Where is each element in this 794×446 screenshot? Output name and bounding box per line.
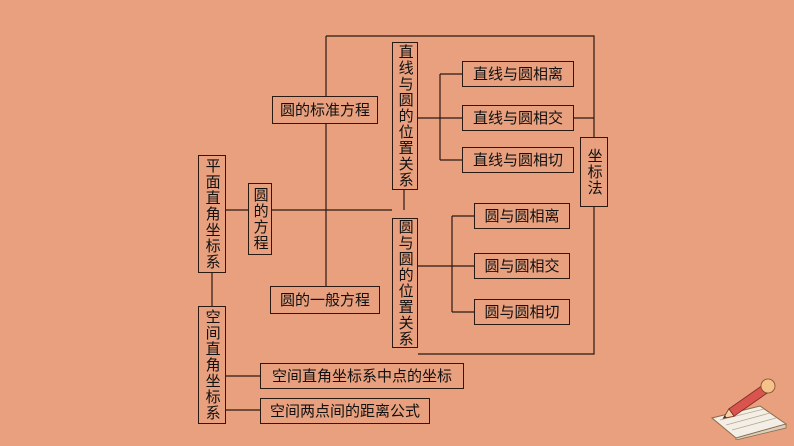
node-yy-xiangjiao: 圆与圆相交 <box>474 253 570 279</box>
node-juli: 空间两点间的距离公式 <box>260 398 430 424</box>
node-yy-xiangqie: 圆与圆相切 <box>474 299 570 325</box>
node-zx-xiangqie: 直线与圆相切 <box>462 147 574 173</box>
node-kongjian: 空间直角坐标系 <box>198 306 226 424</box>
node-zhixian-yuan: 直线与圆的位置关系 <box>392 42 418 190</box>
node-zhongdian: 空间直角坐标系中点的坐标 <box>260 363 464 389</box>
pencil-notebook-icon <box>710 378 788 440</box>
node-yy-xiangli: 圆与圆相离 <box>474 203 570 229</box>
node-pingmian: 平面直角坐标系 <box>198 155 226 273</box>
node-zx-xiangli: 直线与圆相离 <box>462 61 574 87</box>
node-yiban: 圆的一般方程 <box>270 286 380 314</box>
node-biaozhun: 圆的标准方程 <box>272 96 378 124</box>
node-zuobiaofa: 坐标法 <box>580 137 608 207</box>
node-yuan-yuan: 圆与圆的位置关系 <box>392 218 418 348</box>
node-yuan-fangcheng: 圆的方程 <box>248 183 272 255</box>
node-zx-xiangjiao: 直线与圆相交 <box>462 105 574 131</box>
